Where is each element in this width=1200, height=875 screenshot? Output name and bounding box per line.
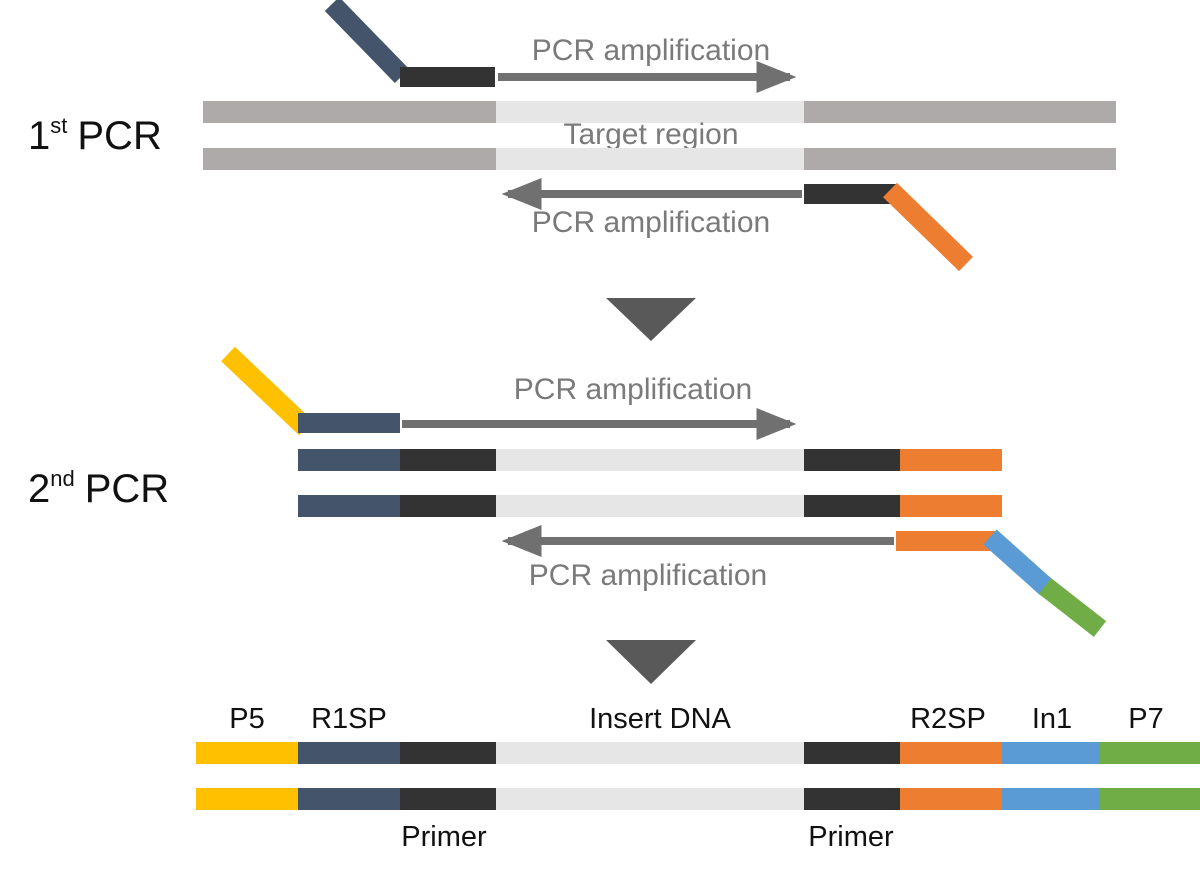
genomic-right-bottom [804, 148, 1116, 170]
second-amplicon-bottom-strand [298, 495, 1002, 517]
label-r2sp: R2SP [910, 703, 986, 735]
second-reverse-arrow-label: PCR amplification [529, 559, 767, 592]
library-top-primer-right [804, 742, 900, 764]
label-in1: In1 [1032, 703, 1072, 735]
amplicon-bottom-primer-left [400, 495, 496, 517]
label-primer-right: Primer [808, 821, 894, 853]
first-forward-primer-seq [400, 67, 495, 87]
first-genomic-top-strand [203, 101, 1116, 123]
first-reverse-tail-r2sp [883, 182, 973, 272]
library-bottom-primer-right [804, 788, 900, 810]
amplicon-top-target [496, 449, 804, 471]
amplicon-bottom-primer-right [804, 495, 900, 517]
first-reverse-primer [804, 182, 973, 272]
first-forward-tail-r1sp [324, 0, 410, 83]
first-reverse-primer-seq [804, 184, 896, 204]
second-forward-arrow-label: PCR amplification [514, 373, 752, 406]
second-forward-primer [221, 346, 400, 436]
library-top-p5 [196, 742, 298, 764]
second-reverse-primer [896, 529, 1107, 637]
library-bottom-p7 [1100, 788, 1200, 810]
library-bottom-insert [496, 788, 804, 810]
amplicon-bottom-r1sp [298, 495, 400, 517]
library-top-primer-left [400, 742, 496, 764]
genomic-right-top [804, 101, 1116, 123]
amplicon-top-r2sp [900, 449, 1002, 471]
genomic-left-bottom [203, 148, 496, 170]
library-bottom-p5 [196, 788, 298, 810]
library-bottom-r1sp [298, 788, 400, 810]
label-r1sp: R1SP [311, 703, 387, 735]
library-bottom-in1 [1002, 788, 1100, 810]
process-arrow-down-1 [606, 298, 696, 341]
second-forward-primer-r1sp [298, 413, 400, 433]
library-top-p7 [1100, 742, 1200, 764]
second-forward-tail-p5 [221, 346, 313, 436]
library-bottom-r2sp [900, 788, 1002, 810]
library-top-in1 [1002, 742, 1100, 764]
process-arrow-down-2 [606, 640, 696, 684]
genomic-left-top [203, 101, 496, 123]
label-insert-dna: Insert DNA [589, 703, 731, 735]
amplicon-top-r1sp [298, 449, 400, 471]
label-p5: P5 [229, 703, 264, 735]
second-reverse-primer-r2sp [896, 531, 996, 551]
label-p7: P7 [1128, 703, 1163, 735]
final-library: P5 R1SP Insert DNA R2SP In1 P7 Primer [196, 703, 1200, 853]
library-top-insert [496, 742, 804, 764]
first-genomic-bottom-strand [203, 148, 1116, 170]
library-top-r2sp [900, 742, 1002, 764]
target-region-label: Target region [563, 118, 738, 151]
library-bottom-strand [196, 788, 1200, 810]
amplicon-top-primer-left [400, 449, 496, 471]
library-bottom-primer-left [400, 788, 496, 810]
first-forward-primer [324, 0, 495, 87]
target-region-bottom [496, 148, 804, 170]
library-top-strand [196, 742, 1200, 764]
first-reverse-arrow-label: PCR amplification [532, 206, 770, 239]
second-reverse-tail-p7 [1038, 578, 1107, 637]
label-primer-left: Primer [401, 821, 487, 853]
amplicon-bottom-r2sp [900, 495, 1002, 517]
amplicon-bottom-target [496, 495, 804, 517]
second-amplicon-top-strand [298, 449, 1002, 471]
first-forward-arrow-label: PCR amplification [532, 34, 770, 67]
second-reverse-tail-in1 [983, 529, 1054, 596]
amplicon-top-primer-right [804, 449, 900, 471]
target-region-top [496, 101, 804, 123]
library-top-r1sp [298, 742, 400, 764]
